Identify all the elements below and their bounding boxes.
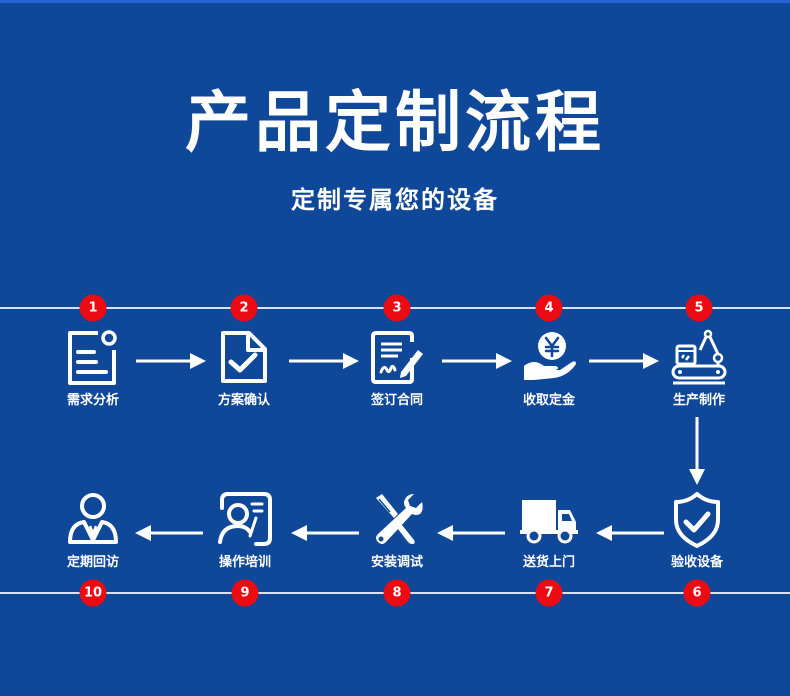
step-badge-7: 7 [535, 579, 563, 607]
step-4: 收取定金 [489, 328, 609, 410]
step-9: 操作培训 [185, 490, 305, 572]
step-label: 收取定金 [522, 393, 575, 408]
document-check-icon [221, 331, 267, 383]
step-badge-2: 2 [230, 294, 258, 322]
step-label: 安装调试 [370, 555, 423, 570]
step-badge-10: 10 [79, 579, 107, 607]
arrow-left-icon [596, 525, 664, 541]
production-robot-arm-icon [671, 329, 727, 385]
step-badge-1: 1 [79, 294, 107, 322]
step-badge-5: 5 [685, 294, 713, 322]
step-badge-6: 6 [683, 579, 711, 607]
step-badge-8: 8 [383, 579, 411, 607]
arrow-down-icon [689, 417, 705, 485]
step-label: 需求分析 [66, 393, 119, 408]
step-label: 验收设备 [670, 555, 723, 570]
step-5: 生产制作 [639, 328, 759, 410]
arrow-right-icon [136, 353, 206, 369]
page-title: 产品定制流程 [185, 84, 605, 161]
arrow-left-icon [437, 525, 505, 541]
arrow-right-icon [589, 353, 659, 369]
step-1: 需求分析 [33, 328, 153, 410]
step-7: 送货上门 [489, 490, 609, 572]
delivery-truck-icon [520, 500, 578, 544]
step-10: 定期回访 [33, 490, 153, 572]
document-list-icon [68, 330, 117, 385]
step-8: 安装调试 [337, 490, 457, 572]
arrow-left-icon [135, 525, 203, 541]
training-person-board-icon [218, 492, 272, 546]
step-label: 送货上门 [522, 555, 575, 570]
step-label: 签订合同 [370, 393, 423, 408]
wrench-screwdriver-icon [376, 494, 423, 544]
arrow-right-icon [442, 353, 512, 369]
step-6: 验收设备 [637, 490, 757, 572]
shield-check-icon [674, 492, 720, 548]
top-accent-band [0, 0, 790, 3]
step-badge-4: 4 [535, 294, 563, 322]
step-badge-3: 3 [383, 294, 411, 322]
person-visit-icon [68, 493, 118, 544]
contract-sign-icon [371, 331, 423, 384]
hand-yen-coin-icon [524, 332, 576, 380]
arrow-left-icon [291, 525, 359, 541]
step-badge-9: 9 [231, 579, 259, 607]
step-label: 操作培训 [218, 555, 271, 570]
step-label: 方案确认 [217, 393, 270, 408]
step-3: 签订合同 [337, 328, 457, 410]
step-2: 方案确认 [184, 328, 304, 410]
step-label: 定期回访 [66, 555, 119, 570]
arrow-right-icon [289, 353, 359, 369]
step-label: 生产制作 [672, 393, 725, 408]
page-subtitle: 定制专属您的设备 [291, 186, 499, 214]
